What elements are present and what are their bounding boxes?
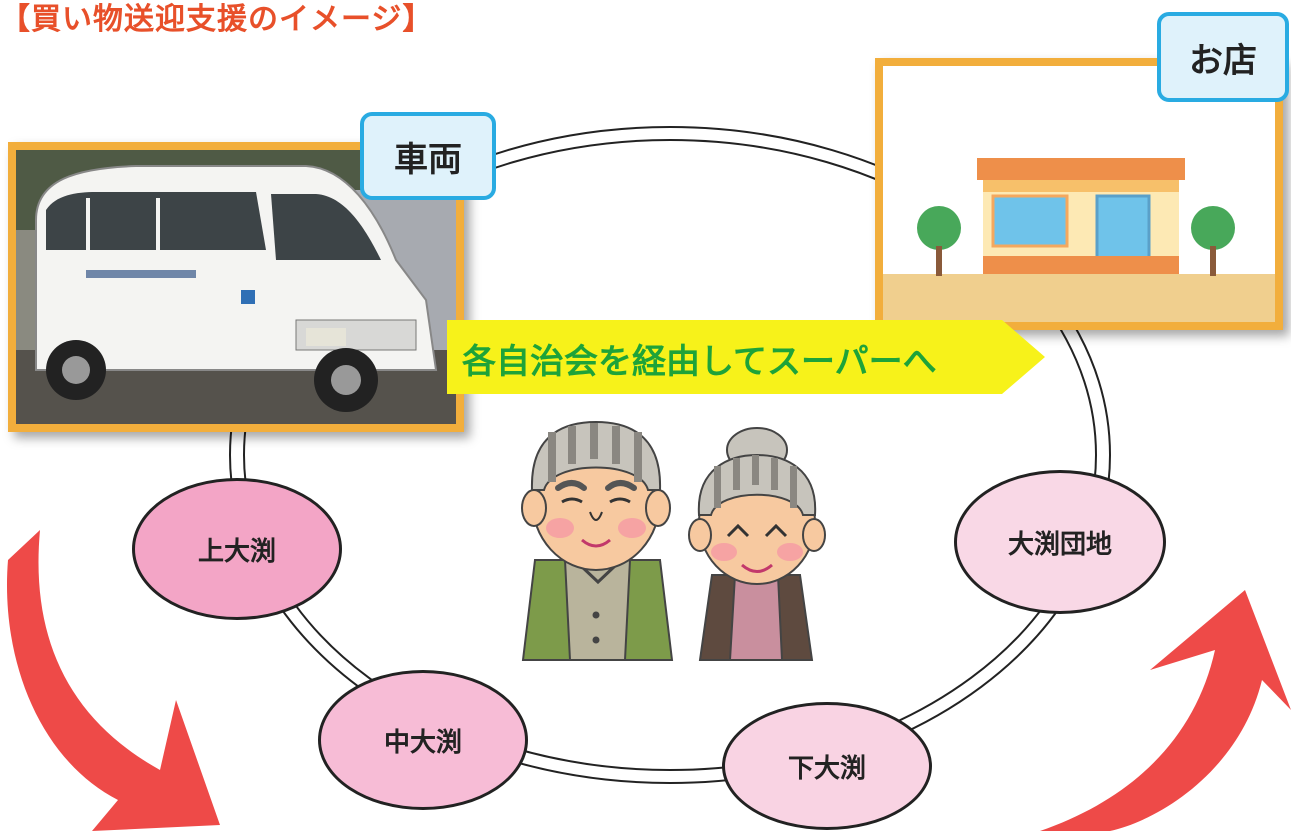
stop-naka-oobuchi: 中大渕: [318, 670, 528, 810]
store-illustration-frame: [875, 58, 1283, 330]
route-loop-outer: [229, 126, 1111, 784]
curved-arrow-up-icon: [1040, 590, 1291, 831]
vehicle-photo-frame: [8, 142, 464, 432]
stop-shimo-oobuchi: 下大渕: [722, 702, 932, 830]
curved-arrow-down-icon: [6, 530, 220, 831]
elderly-man-icon: [521, 420, 674, 661]
store-illustration-icon: [883, 66, 1275, 322]
page-title: 【買い物送迎支援のイメージ】: [0, 2, 434, 37]
route-banner-arrow: [447, 320, 1045, 394]
vehicle-tag: 車両: [360, 112, 496, 200]
store-tag: お店: [1157, 12, 1289, 102]
stop-oobuchi-danchi: 大渕団地: [954, 470, 1166, 614]
route-loop-inner: [243, 139, 1097, 771]
route-banner-text: 各自治会を経由してスーパーへ: [462, 342, 937, 382]
elderly-woman-icon: [688, 427, 826, 661]
van-photo-icon: [16, 150, 456, 424]
stop-kami-oobuchi: 上大渕: [132, 478, 342, 620]
